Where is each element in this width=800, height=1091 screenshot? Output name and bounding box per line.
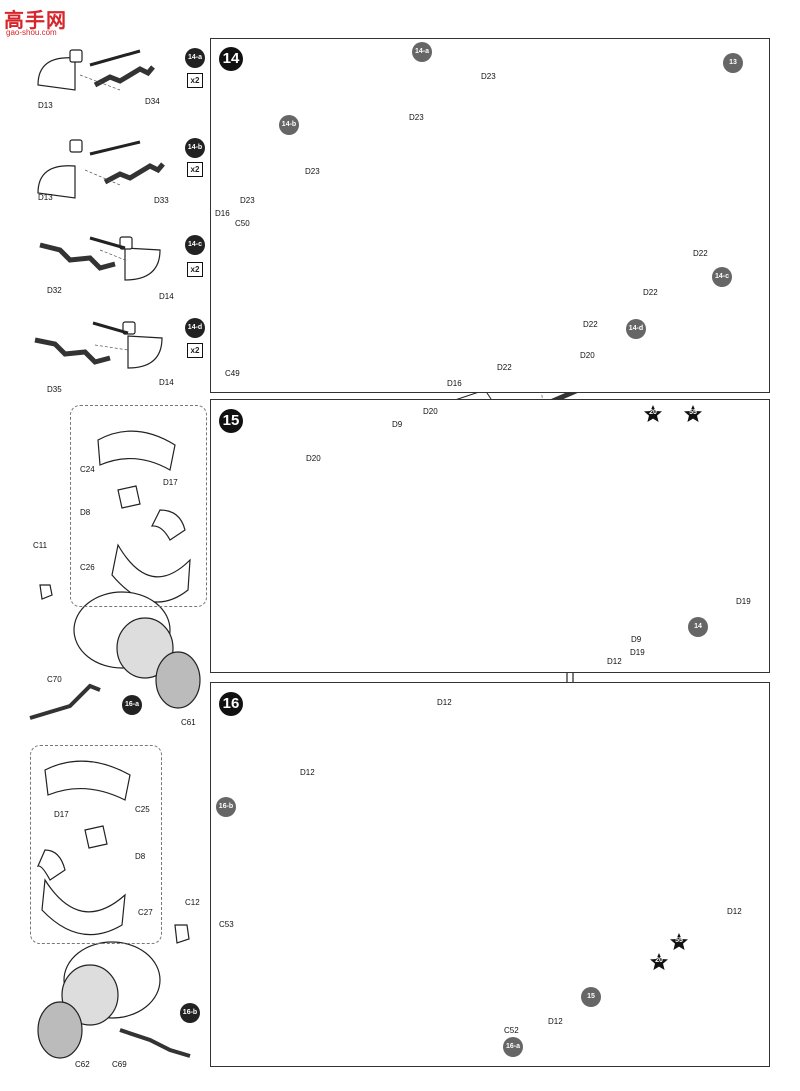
part-label: D33 [154,196,169,205]
part-label: D8 [135,852,146,861]
quantity-badge-14d: x2 [187,343,203,358]
part-label: C11 [33,541,48,550]
part-label: D19 [736,597,751,606]
part-label: D12 [437,698,452,707]
site-watermark: 高手网 gao-shou.com [4,4,68,38]
subassembly-box-16b [30,745,162,944]
paint-star-55: 55 [683,404,703,424]
step-panel-15 [210,399,770,673]
step-panel-16 [210,682,770,1067]
substep-badge-14c: 14-c [185,235,205,255]
quantity-badge-14c: x2 [187,262,203,277]
part-label: D22 [497,363,512,372]
star-label: 55 [675,937,683,944]
callout-bubble: 16-a [503,1037,523,1057]
part-label: D13 [38,101,53,110]
part-label: D34 [145,97,160,106]
part-label: D12 [607,657,622,666]
part-label: D16 [447,379,462,388]
part-label: C26 [80,563,95,572]
subassembly-box-16a [70,405,207,607]
callout-bubble: 16-b [216,797,236,817]
part-label: C27 [138,908,153,917]
part-label: D8 [80,508,91,517]
part-label: D12 [727,907,742,916]
callout-bubble: 14-c [712,267,732,287]
part-label: C25 [135,805,150,814]
callout-bubble: 14 [688,617,708,637]
substep-badge-16b: 16-b [180,1003,200,1023]
substep-badge-14b: 14-b [185,138,205,158]
part-label: C61 [181,718,196,727]
watermark-url: gao-shou.com [6,28,57,37]
part-label: D35 [47,385,62,394]
part-label: D17 [163,478,178,487]
part-label: D20 [423,407,438,416]
part-label: D9 [392,420,403,429]
part-label: C50 [235,219,250,228]
part-label: D20 [580,351,595,360]
part-label: D23 [240,196,255,205]
step-number: 14 [219,47,243,71]
part-label: D14 [159,292,174,301]
quantity-badge-14a: x2 [187,73,203,88]
substep-badge-16a: 16-a [122,695,142,715]
paint-star-20: 20 [643,404,663,424]
star-label: 20 [655,957,663,964]
substep-badge-14d: 14-d [185,318,205,338]
part-label: D22 [643,288,658,297]
callout-bubble: 13 [723,53,743,73]
part-label: D22 [583,320,598,329]
part-label: C62 [75,1060,90,1069]
step-number: 16 [219,692,243,716]
part-label: D32 [47,286,62,295]
part-label: D14 [159,378,174,387]
step-number: 15 [219,409,243,433]
callout-bubble: 14-b [279,115,299,135]
callout-bubble: 14-a [412,42,432,62]
part-label: D22 [693,249,708,258]
paint-star-55: 55 [669,932,689,952]
part-label: D13 [38,193,53,202]
substep-badge-14a: 14-a [185,48,205,68]
step-panel-14 [210,38,770,393]
star-label: 20 [649,409,657,416]
part-label: C24 [80,465,95,474]
callout-bubble: 14-d [626,319,646,339]
star-label: 55 [689,409,697,416]
part-label: C52 [504,1026,519,1035]
part-label: D16 [215,209,230,218]
part-label: C70 [47,675,62,684]
quantity-badge-14b: x2 [187,162,203,177]
part-label: D23 [409,113,424,122]
part-label: D20 [306,454,321,463]
part-label: D19 [630,648,645,657]
part-label: C49 [225,369,240,378]
part-label: D17 [54,810,69,819]
callout-bubble: 15 [581,987,601,1007]
part-label: C69 [112,1060,127,1069]
part-label: D12 [300,768,315,777]
part-label: D12 [548,1017,563,1026]
paint-star-20: 20 [649,952,669,972]
part-label: D23 [305,167,320,176]
part-label: C53 [219,920,234,929]
part-label: D9 [631,635,642,644]
part-label: D23 [481,72,496,81]
part-label: C12 [185,898,200,907]
watermark-text: 高手网 [4,8,67,32]
